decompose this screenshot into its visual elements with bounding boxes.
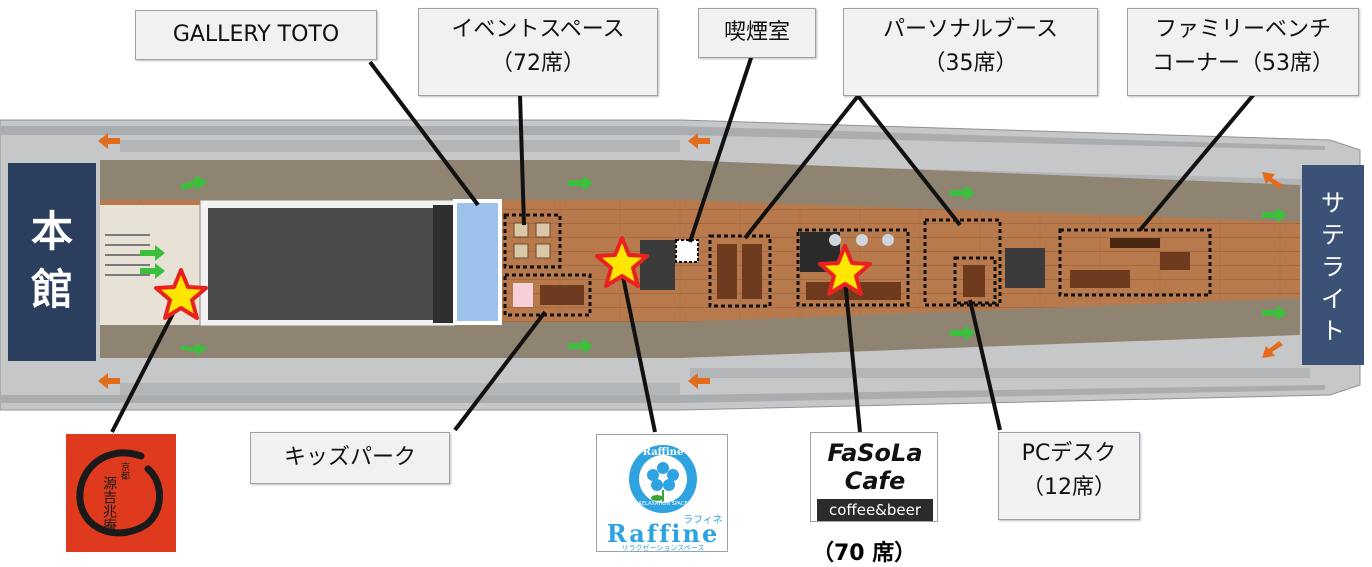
raffine-name: Raffine	[606, 519, 720, 548]
label-pc-desk: PCデスク （12席）	[998, 432, 1140, 520]
label-family-bench-line1: ファミリーベンチ	[1154, 17, 1331, 42]
flow-arrows	[140, 175, 1287, 356]
raffine-kana: ラフィネ	[683, 515, 723, 526]
smoking-room	[675, 239, 699, 263]
pc-desk-area	[953, 256, 997, 305]
label-gallery-toto: GALLERY TOTO	[135, 10, 377, 60]
star-marker-fasola	[818, 244, 872, 296]
family-bench-area	[1058, 228, 1212, 297]
raffine-sub-text: RELAXATION SPACE	[638, 501, 688, 507]
main-building-char-2: 館	[30, 265, 73, 314]
label-smoking-room: 喫煙室	[698, 8, 816, 58]
kids-park-area	[503, 273, 592, 317]
label-personal-booth-line2: （35席）	[923, 51, 1018, 76]
satellite-char-1: サ	[1321, 189, 1345, 217]
label-event-space-line1: イベントスペース	[451, 17, 625, 42]
raffine-tagline: リラクゼーションスペース	[621, 544, 705, 552]
enso-circle-icon	[76, 449, 163, 537]
fasola-cafe-logo: FaSoLa Cafe coffee&beer	[810, 432, 938, 522]
label-gallery-toto-text: GALLERY TOTO	[172, 22, 340, 47]
satellite-char-2: テ	[1321, 221, 1345, 249]
label-personal-booth-line1: パーソナルブース	[883, 17, 1058, 42]
label-personal-booth: パーソナルブース （35席）	[843, 8, 1098, 96]
personal-booth-area-1	[708, 234, 772, 308]
main-building-char-1: 本	[30, 207, 73, 256]
gallery-toto-room	[453, 199, 502, 325]
star-marker-raffine	[595, 236, 649, 288]
star-marker-genkian	[154, 268, 208, 320]
gallery-block	[199, 199, 456, 327]
fasola-cafe-area	[796, 228, 910, 307]
label-kids-park: キッズパーク	[250, 432, 450, 484]
leader-lines	[110, 54, 1257, 433]
orange-arrows	[98, 133, 1283, 389]
label-pc-desk-line1: PCデスク	[1021, 441, 1117, 466]
personal-booth-area-2	[923, 218, 1002, 307]
label-kids-park-text: キッズパーク	[283, 445, 416, 470]
label-pc-desk-line2: （12席）	[1022, 475, 1116, 500]
satellite-char-4: イ	[1321, 285, 1345, 313]
genkian-small-text: 京都	[119, 462, 129, 480]
satellite-panel: サ テ ラ イ ト	[1302, 165, 1364, 365]
main-building-panel: 本 館	[8, 163, 96, 361]
fasola-line2: Cafe	[844, 467, 906, 495]
label-smoking-room-text: 喫煙室	[723, 20, 790, 45]
fasola-line1: FaSoLa	[827, 439, 923, 467]
fasola-seat-count: （70 席）	[812, 541, 917, 566]
label-event-space-line2: （72席）	[491, 51, 585, 76]
label-family-bench: ファミリーベンチ コーナー（53席）	[1127, 8, 1359, 96]
genkian-name: 源吉兆庵	[101, 476, 117, 532]
raffine-block	[640, 240, 675, 290]
raffine-logo: Raffine RELAXATION SPACE ラフィネ Raffine リラ…	[596, 434, 728, 552]
satellite-char-3: ラ	[1321, 253, 1345, 281]
genkian-logo: 京都 源吉兆庵	[66, 434, 176, 552]
label-event-space: イベントスペース （72席）	[418, 8, 658, 96]
satellite-char-5: ト	[1321, 317, 1345, 345]
raffine-arc-text: Raffine	[642, 447, 684, 458]
event-space-area	[503, 213, 562, 269]
flower-logo-icon	[629, 445, 697, 513]
fasola-line3: coffee&beer	[817, 499, 933, 521]
label-family-bench-line2: コーナー（53席）	[1152, 51, 1334, 76]
